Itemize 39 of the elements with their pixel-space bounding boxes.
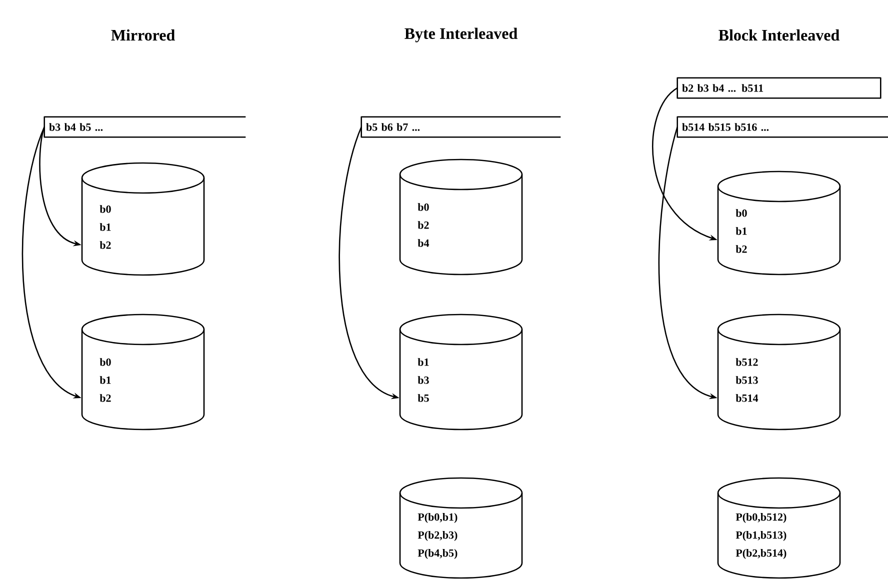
node-label: P(b1,b513) [736, 531, 786, 541]
column-heading: Block Interleaved [718, 29, 840, 41]
node-label: b3 [418, 376, 429, 384]
node-label: b2 [100, 394, 111, 402]
queue-bar: b3 b4 b5 ... [44, 116, 246, 138]
queue-bar: b5 b6 b7 ... [360, 116, 561, 138]
node-label: b1 [418, 358, 429, 366]
disk-cylinder: b0 b2 b4 [399, 158, 523, 276]
disk-cylinder: b1 b3 b5 [399, 314, 523, 430]
node-label: b0 [418, 203, 429, 211]
disk-cylinder: P(b0,b1) P(b2,b3) P(b4,b5) [399, 477, 523, 579]
queue-bar: b2 b3 b4 ... b511 [676, 77, 882, 99]
disk-cylinder: b0 b1 b2 [81, 314, 205, 430]
node-label: b513 [736, 376, 758, 384]
node-label: b2 [418, 221, 429, 229]
node-label: b0 [100, 205, 111, 213]
node-label: b4 [418, 239, 430, 247]
disk-cylinder: b0 b1 b2 [81, 162, 205, 276]
node-label: b5 [418, 394, 429, 402]
node-label: b512 [736, 358, 758, 366]
node-label: b1 [736, 227, 747, 235]
node-label: P(b2,b3) [418, 531, 458, 541]
node-label: P(b2,b514) [736, 549, 786, 559]
node-label: P(b0,b1) [418, 513, 458, 523]
disk-cylinder: P(b0,b512) P(b1,b513) P(b2,b514) [717, 477, 841, 579]
queue-bar: b514 b515 b516 ... [676, 116, 888, 138]
node-label: b0 [100, 358, 111, 366]
node-label: P(b0,b512) [736, 513, 786, 523]
node-label: b2 [100, 241, 111, 249]
column-heading: Mirrored [111, 29, 175, 41]
node-label: b1 [100, 223, 111, 231]
disk-cylinder: b512 b513 b514 [717, 314, 841, 430]
node-label: b514 [736, 394, 758, 402]
node-label: b1 [100, 376, 111, 384]
node-label: b0 [736, 209, 747, 217]
node-label: b2 [736, 245, 747, 253]
node-label: P(b4,b5) [418, 549, 458, 559]
disk-cylinder: b0 b1 b2 [717, 170, 841, 276]
column-heading: Byte Interleaved [404, 28, 518, 42]
